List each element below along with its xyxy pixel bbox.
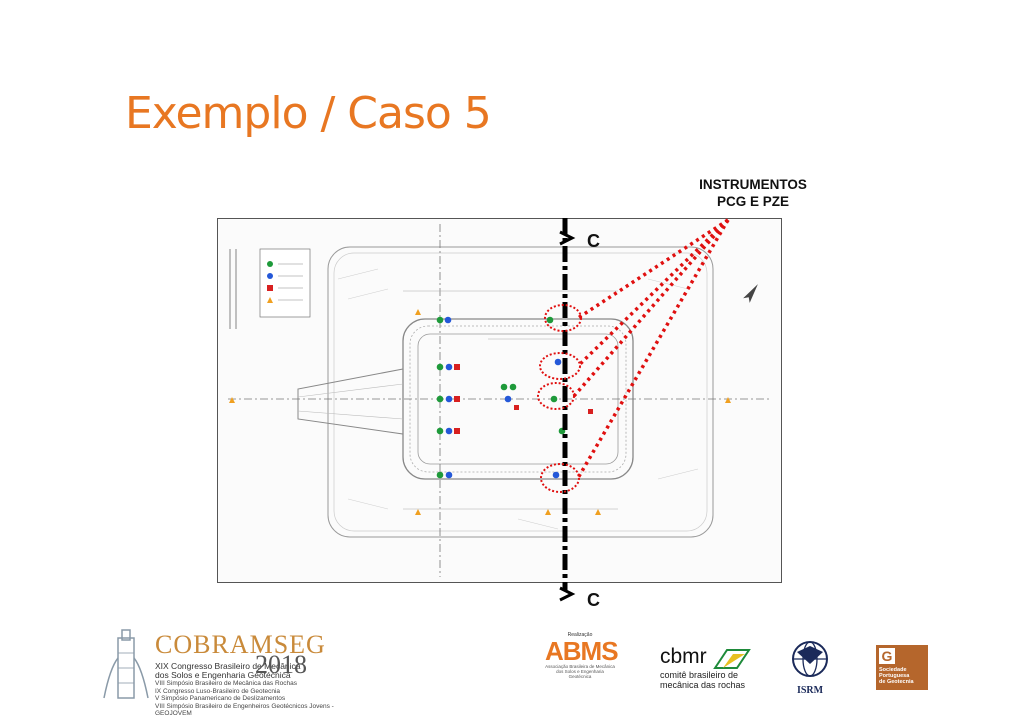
access-ramp (297, 368, 404, 435)
cobramseg-line-3: VIII Simpósio Brasileiro de Mecânica das… (155, 680, 297, 687)
north-arrow-icon (743, 284, 758, 303)
engineering-plan-drawing (217, 218, 782, 583)
abms-mark: ABMS (545, 636, 619, 666)
instruments-callout: INSTRUMENTOS PCG E PZE (678, 176, 828, 210)
cbmr-sub-2: mecânica das rochas (660, 679, 746, 690)
cobramseg-tower-icon (103, 629, 149, 699)
legend-box (259, 248, 311, 318)
spg-line-3: de Geotecnia (879, 679, 914, 685)
callout-line-2: PCG E PZE (716, 194, 789, 209)
cbmr-emblem-icon (713, 648, 751, 669)
cbmr-logo: cbmr comitê brasileiro de mecânica das r… (660, 645, 751, 690)
spg-letter: G (879, 648, 895, 664)
cbmr-sub-1: comitê brasileiro de (660, 669, 739, 680)
abms-org-label: Realização (567, 632, 593, 638)
cobramseg-line-2: dos Solos e Engenharia Geotécnica (155, 670, 291, 680)
cobramseg-line-5: V Simpósio Panamericano de Deslizamentos (155, 695, 286, 702)
cobramseg-year: 2018 (255, 650, 307, 679)
cobramseg-line-6: VIII Simpósio Brasileiro de Engenheiros … (155, 702, 334, 718)
spg-line-1: Sociedade (879, 667, 907, 673)
spg-logo: G Sociedade Portuguesa de Geotecnia (876, 645, 928, 690)
cobramseg-line-1: XIX Congresso Brasileiro de Mecânica (155, 661, 301, 671)
cobramseg-logo: COBRAMSEG XIX Congresso Brasileiro de Me… (155, 630, 334, 717)
isrm-globe-icon (792, 641, 828, 677)
plan-drawing-svg (228, 224, 771, 577)
isrm-label: ISRM (796, 685, 824, 696)
cbmr-name: cbmr (660, 645, 707, 668)
abms-logo: Realização ABMS Associação Brasileira de… (545, 632, 619, 679)
callout-line-1: INSTRUMENTOS (699, 177, 807, 192)
slide-title: Exemplo / Caso 5 (125, 88, 492, 139)
isrm-logo: ISRM (788, 640, 832, 696)
outer-embankment-outline (327, 246, 714, 538)
cobramseg-name: COBRAMSEG (155, 630, 326, 659)
spg-line-2: Portuguesa (879, 673, 910, 679)
section-label-top: C (587, 231, 600, 251)
abms-sub-2: dos Solos e Engenharia Geotécnica (556, 669, 604, 679)
cobramseg-line-4: IX Congresso Luso-Brasileiro de Geotecni… (155, 687, 281, 695)
abms-sub-1: Associação Brasileira de Mecânica (545, 664, 615, 669)
section-arrow-bottom (559, 586, 576, 602)
instruments-group (229, 309, 731, 515)
section-label-bottom: C (587, 590, 600, 610)
